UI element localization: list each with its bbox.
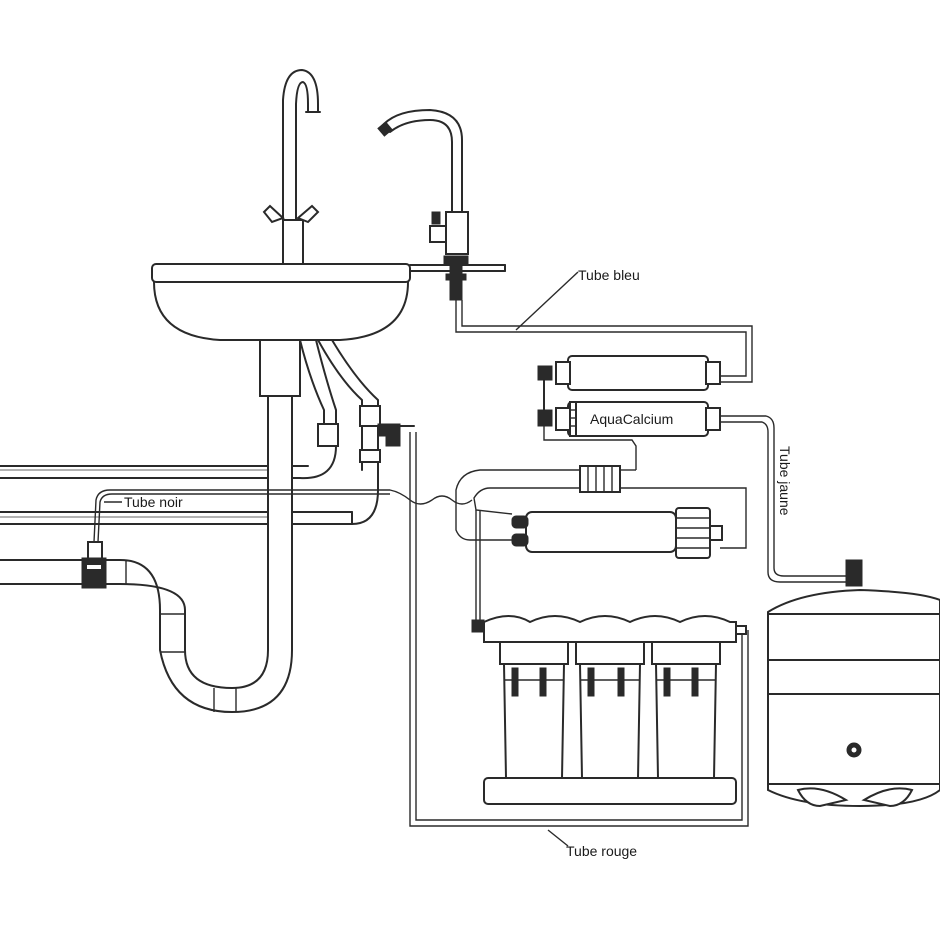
ro-faucet: [377, 109, 469, 301]
tube-noir: Tube noir: [93, 489, 473, 543]
flow-restrictor: [455, 465, 747, 549]
wall-pipes: [0, 465, 353, 585]
tube-jaune: Tube jaune: [720, 415, 846, 583]
label-tube-rouge: Tube rouge: [566, 843, 637, 859]
branch-pipes: [299, 339, 381, 525]
feed-valve: [377, 423, 415, 447]
tube-rouge: Tube rouge: [409, 432, 749, 859]
prefilter-block: [471, 510, 747, 805]
kitchen-faucet: [262, 69, 321, 273]
storage-tank: [767, 559, 940, 808]
label-tube-noir: Tube noir: [124, 494, 183, 510]
post-filter: [537, 355, 721, 391]
ro-membrane: [511, 507, 723, 559]
drain-siphon: [79, 339, 301, 713]
label-tube-bleu: Tube bleu: [578, 267, 640, 283]
drain-saddle: [81, 541, 107, 589]
label-aquacalcium: AquaCalcium: [590, 411, 673, 427]
label-tube-jaune: Tube jaune: [777, 446, 793, 516]
aquacalcium-filter: AquaCalcium: [537, 379, 721, 470]
tube-bleu: Tube bleu: [455, 267, 753, 383]
